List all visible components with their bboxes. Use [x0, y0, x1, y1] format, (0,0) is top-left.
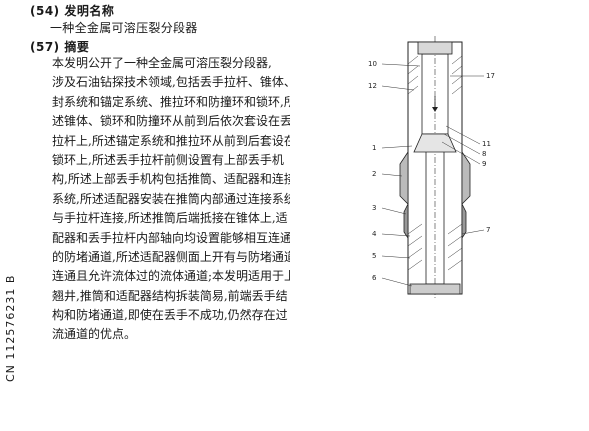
- abstract-line: 与手拉杆连接,所述推筒后端抵接在锥体上,适: [52, 211, 288, 226]
- abstract-line: 涉及石油钻探技术领域,包括丢手拉杆、锥体、密: [52, 75, 290, 90]
- label-12: 12: [368, 82, 377, 90]
- top-cap: [417, 41, 453, 55]
- label-3: 3: [372, 204, 376, 212]
- abstract-line: 系统,所述适配器安装在推筒内部通过连接系统: [52, 191, 290, 206]
- abstract-line: 流通道的优点。: [52, 327, 137, 342]
- abstract-line: 封系统和锚定系统、推拉环和防撞环和锁环,所: [52, 94, 290, 109]
- invention-title-label: (54) 发明名称: [30, 4, 115, 18]
- wall-hatching: [407, 55, 463, 271]
- bottom-ring: [409, 283, 461, 295]
- abstract-line: 构,所述上部丢手机构包括推筒、适配器和连接: [52, 172, 290, 187]
- abstract-line: 构和防堵通道,即使在丢手不成功,仍然存在过: [52, 308, 288, 323]
- abstract-line: 拉杆上,所述锚定系统和推拉环从前到后套设在: [52, 133, 290, 148]
- invention-title: 一种全金属可溶压裂分段器: [50, 21, 198, 35]
- cone: [413, 133, 457, 153]
- label-11: 11: [482, 140, 491, 148]
- abstract-line: 本发明公开了一种全金属可溶压裂分段器,: [52, 56, 272, 70]
- label-10: 10: [368, 60, 377, 68]
- right-slip: [461, 150, 471, 205]
- publication-number: CN 112576231 B: [4, 274, 17, 382]
- left-seal: [403, 203, 409, 240]
- right-seal: [461, 203, 467, 240]
- label-8: 8: [482, 150, 486, 158]
- leader-lines: [381, 63, 485, 287]
- abstract-line: 的防堵通道,所述适配器侧面上开有与防堵通道: [52, 249, 290, 264]
- label-17: 17: [486, 72, 495, 80]
- label-6: 6: [372, 274, 377, 282]
- abstract-line: 配器和丢手拉杆内部轴向均设置能够相互连通: [52, 230, 290, 245]
- fracturing-tool-cross-section: 10 12 1 2 3 4 5 6 17 11 8 9 7: [368, 36, 495, 300]
- abstract-line: 述锥体、锁环和防撞环从前到后依次套设在丢手: [52, 114, 290, 129]
- label-9: 9: [482, 160, 486, 168]
- abstract-line: 翘井,推筒和适配器结构拆装简易,前端丢手结: [52, 288, 288, 303]
- flow-arrowhead: [432, 107, 438, 112]
- label-7: 7: [486, 226, 490, 234]
- label-1: 1: [372, 144, 376, 152]
- abstract-line: 锁环上,所述丢手拉杆前侧设置有上部丢手机: [52, 152, 284, 167]
- left-slip: [399, 150, 409, 205]
- label-4: 4: [372, 230, 377, 238]
- label-5: 5: [372, 252, 376, 260]
- abstract-line: 连通且允许流体过的流体通道;本发明适用于上: [52, 269, 290, 284]
- abstract-label: (57) 摘要: [30, 40, 90, 54]
- patent-drawing: 10 12 1 2 3 4 5 6 17 11 8 9 7: [366, 34, 506, 302]
- abstract-body: 本发明公开了一种全金属可溶压裂分段器, 涉及石油钻探技术领域,包括丢手拉杆、锥体…: [52, 54, 290, 345]
- label-2: 2: [372, 170, 376, 178]
